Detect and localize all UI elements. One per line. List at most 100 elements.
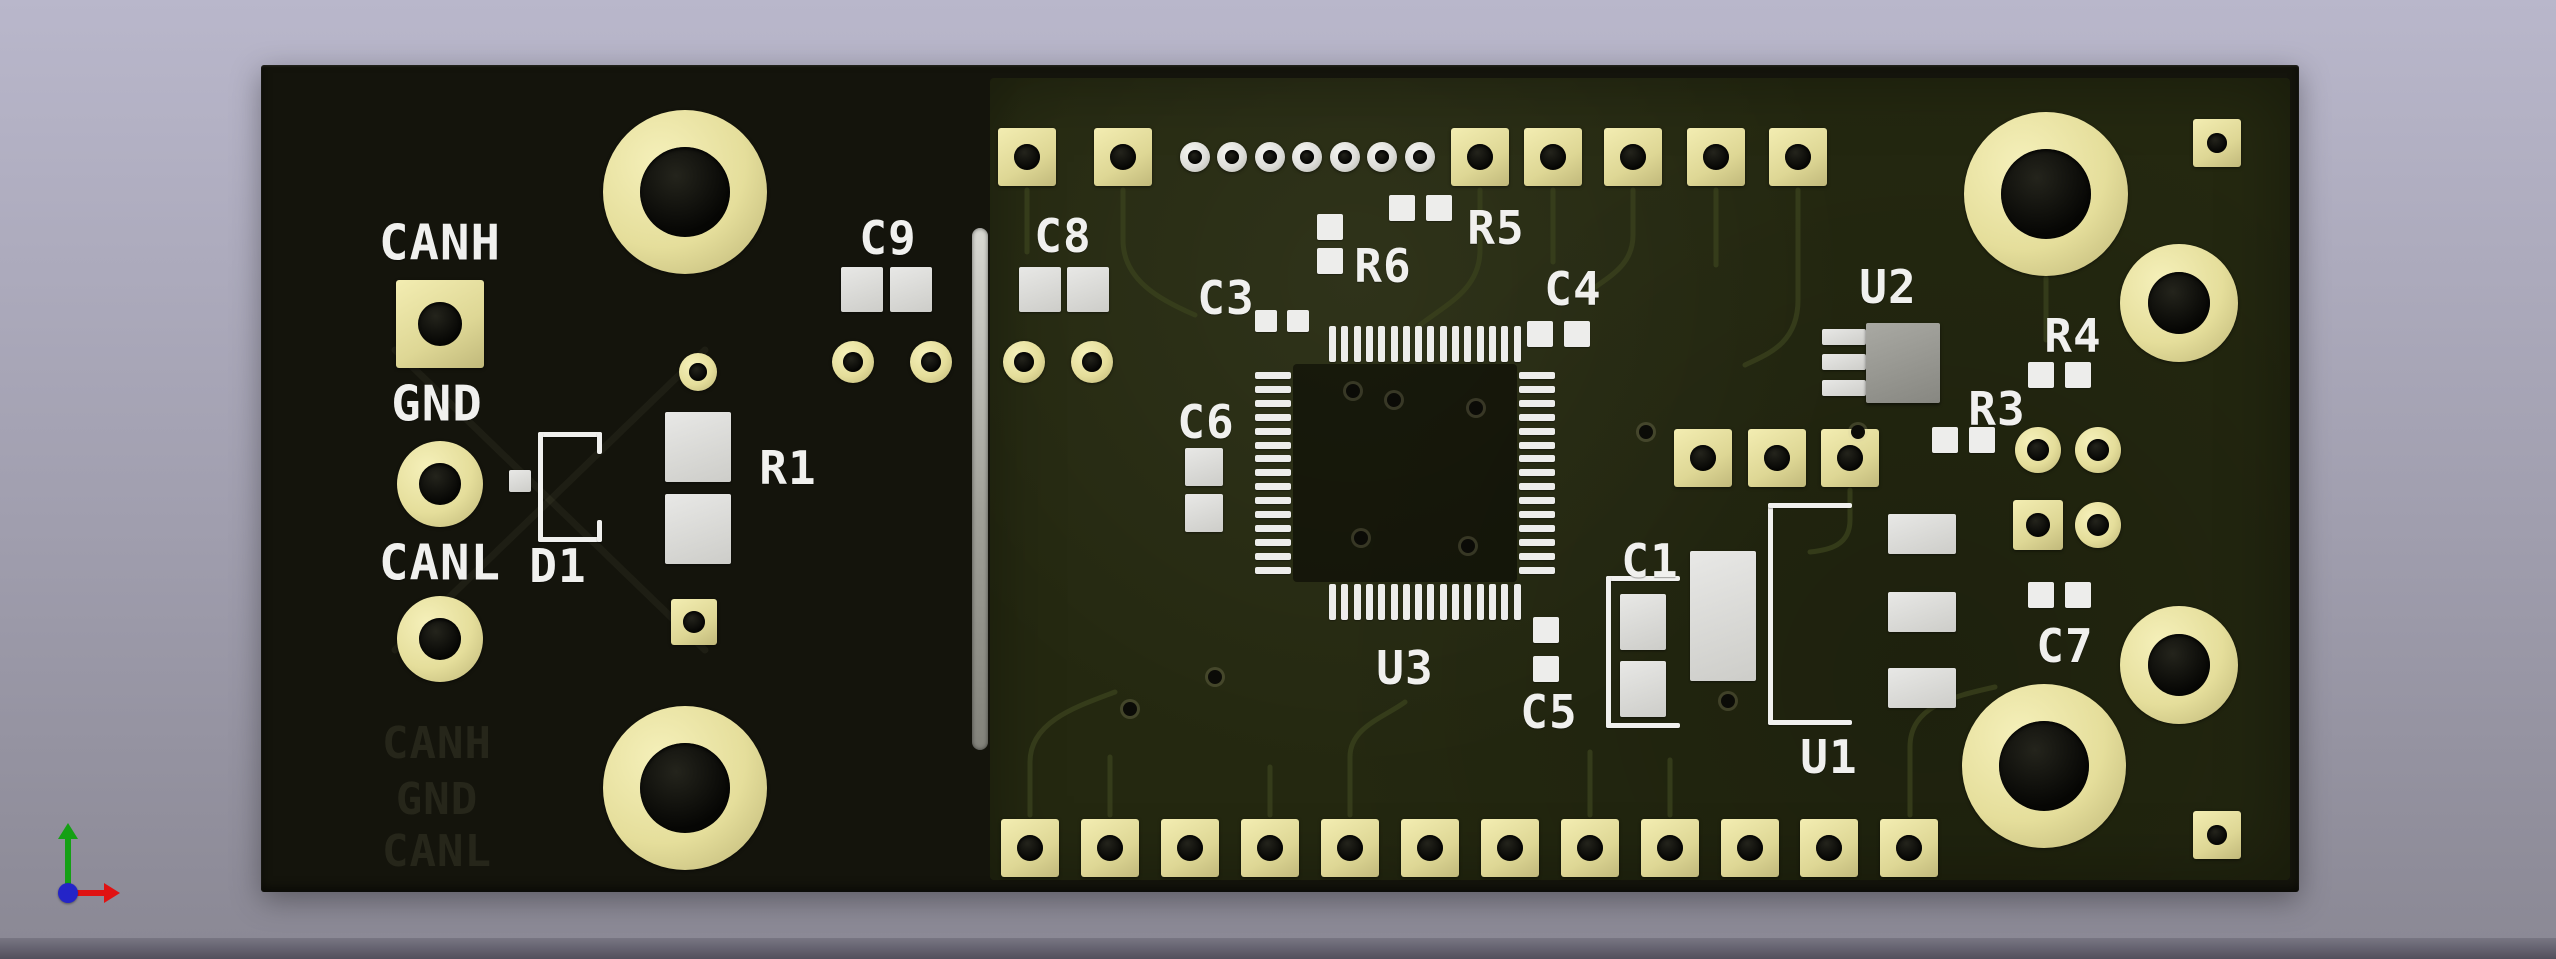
qfp-pad <box>1476 326 1484 362</box>
qfp-pad <box>1255 497 1291 505</box>
drill-hole <box>1540 144 1566 170</box>
smd-pad <box>1620 594 1666 650</box>
drill-hole <box>1225 150 1239 164</box>
through-hole-pad <box>1451 128 1509 186</box>
silkscreen-label: C1 <box>1621 534 1679 588</box>
drill-hole <box>1082 352 1102 372</box>
silkscreen-label: U2 <box>1859 260 1917 314</box>
drill-hole <box>1764 445 1790 471</box>
via <box>1461 539 1475 553</box>
smd-pad <box>2065 362 2091 388</box>
smd-pad <box>1564 321 1590 347</box>
drill-hole <box>1816 835 1842 861</box>
drill-hole <box>1097 835 1123 861</box>
silkscreen-line <box>1606 576 1680 581</box>
smd-pad <box>1533 656 1559 682</box>
qfp-pad <box>1255 552 1291 560</box>
drill-hole <box>640 743 730 833</box>
qfp-pad <box>1255 399 1291 407</box>
through-hole-pad <box>1161 819 1219 877</box>
drill-hole <box>1188 150 1202 164</box>
qfp-footprint-center <box>1293 364 1517 582</box>
copper-trace <box>1807 487 1853 555</box>
smd-pad <box>1389 195 1415 221</box>
qfp-pad <box>1488 584 1496 620</box>
silkscreen-line <box>1768 503 1773 725</box>
smd-pad <box>2028 582 2054 608</box>
qfp-pad <box>1519 455 1555 463</box>
silkscreen-line <box>1606 723 1680 728</box>
qfp-pad <box>1519 524 1555 532</box>
via <box>1208 670 1222 684</box>
smd-pad <box>1019 267 1061 312</box>
through-hole-pad <box>1821 429 1879 487</box>
silkscreen-label: U1 <box>1800 730 1858 784</box>
smd-pad <box>1067 267 1109 312</box>
qfp-pad <box>1519 497 1555 505</box>
drill-hole <box>1785 144 1811 170</box>
through-hole-pad <box>1180 142 1210 172</box>
qfp-pad <box>1427 584 1435 620</box>
through-hole-pad <box>1367 142 1397 172</box>
mounting-hole <box>2120 606 2238 724</box>
through-hole-pad <box>998 128 1056 186</box>
through-hole-pad <box>2015 427 2061 473</box>
qfp-pad <box>1255 455 1291 463</box>
smd-pad <box>1255 310 1277 332</box>
through-hole-pad <box>1071 341 1113 383</box>
silkscreen-line <box>1606 576 1611 728</box>
mounting-hole <box>2120 244 2238 362</box>
qfp-pad <box>1427 326 1435 362</box>
qfp-pad <box>1255 566 1291 574</box>
status-strip <box>0 938 2556 959</box>
drill-hole <box>2148 634 2210 696</box>
through-hole-pad <box>1255 142 1285 172</box>
smd-pad <box>890 267 932 312</box>
silkscreen-label: C3 <box>1197 271 1255 325</box>
qfp-pad <box>1464 326 1472 362</box>
smd-pad <box>1185 494 1223 532</box>
smd-pad <box>2028 362 2054 388</box>
qfp-pad <box>1329 584 1336 620</box>
copper-trace <box>1417 187 1483 328</box>
drill-hole <box>1014 144 1040 170</box>
drill-hole <box>1837 445 1863 471</box>
qfp-pad <box>1519 427 1555 435</box>
copper-trace <box>391 346 709 654</box>
qfp-pad <box>1341 584 1349 620</box>
axis-z-dot <box>58 883 78 903</box>
qfp-pad <box>1255 538 1291 546</box>
smd-pad <box>1426 195 1452 221</box>
through-hole-pad <box>1674 429 1732 487</box>
through-hole-pad <box>1721 819 1779 877</box>
qfp-pad <box>1390 326 1398 362</box>
qfp-pad <box>1329 326 1336 362</box>
copper-trace <box>1027 689 1118 818</box>
smd-pad <box>1620 661 1666 717</box>
through-hole-pad <box>1001 819 1059 877</box>
drill-hole <box>1413 150 1427 164</box>
smd-pad <box>1317 248 1343 274</box>
qfp-pad <box>1519 385 1555 393</box>
component-body <box>1866 323 1940 403</box>
qfp-pad <box>1402 326 1410 362</box>
through-hole-pad <box>1094 128 1152 186</box>
qfp-pad <box>1513 584 1521 620</box>
drill-hole <box>1467 144 1493 170</box>
drill-hole <box>2001 149 2091 239</box>
axis-x-arrowhead <box>104 883 120 903</box>
drill-hole <box>683 611 705 633</box>
through-hole-pad <box>2075 502 2121 548</box>
silkscreen-label: R1 <box>759 441 817 495</box>
through-hole-pad <box>1604 128 1662 186</box>
qfp-pad <box>1519 469 1555 477</box>
smd-pad <box>841 267 883 312</box>
drill-hole <box>1497 835 1523 861</box>
qfp-pad <box>1378 584 1386 620</box>
drill-hole <box>1896 835 1922 861</box>
mounting-hole <box>603 110 767 274</box>
drill-hole <box>419 463 461 505</box>
qfp-pad <box>1365 326 1373 362</box>
